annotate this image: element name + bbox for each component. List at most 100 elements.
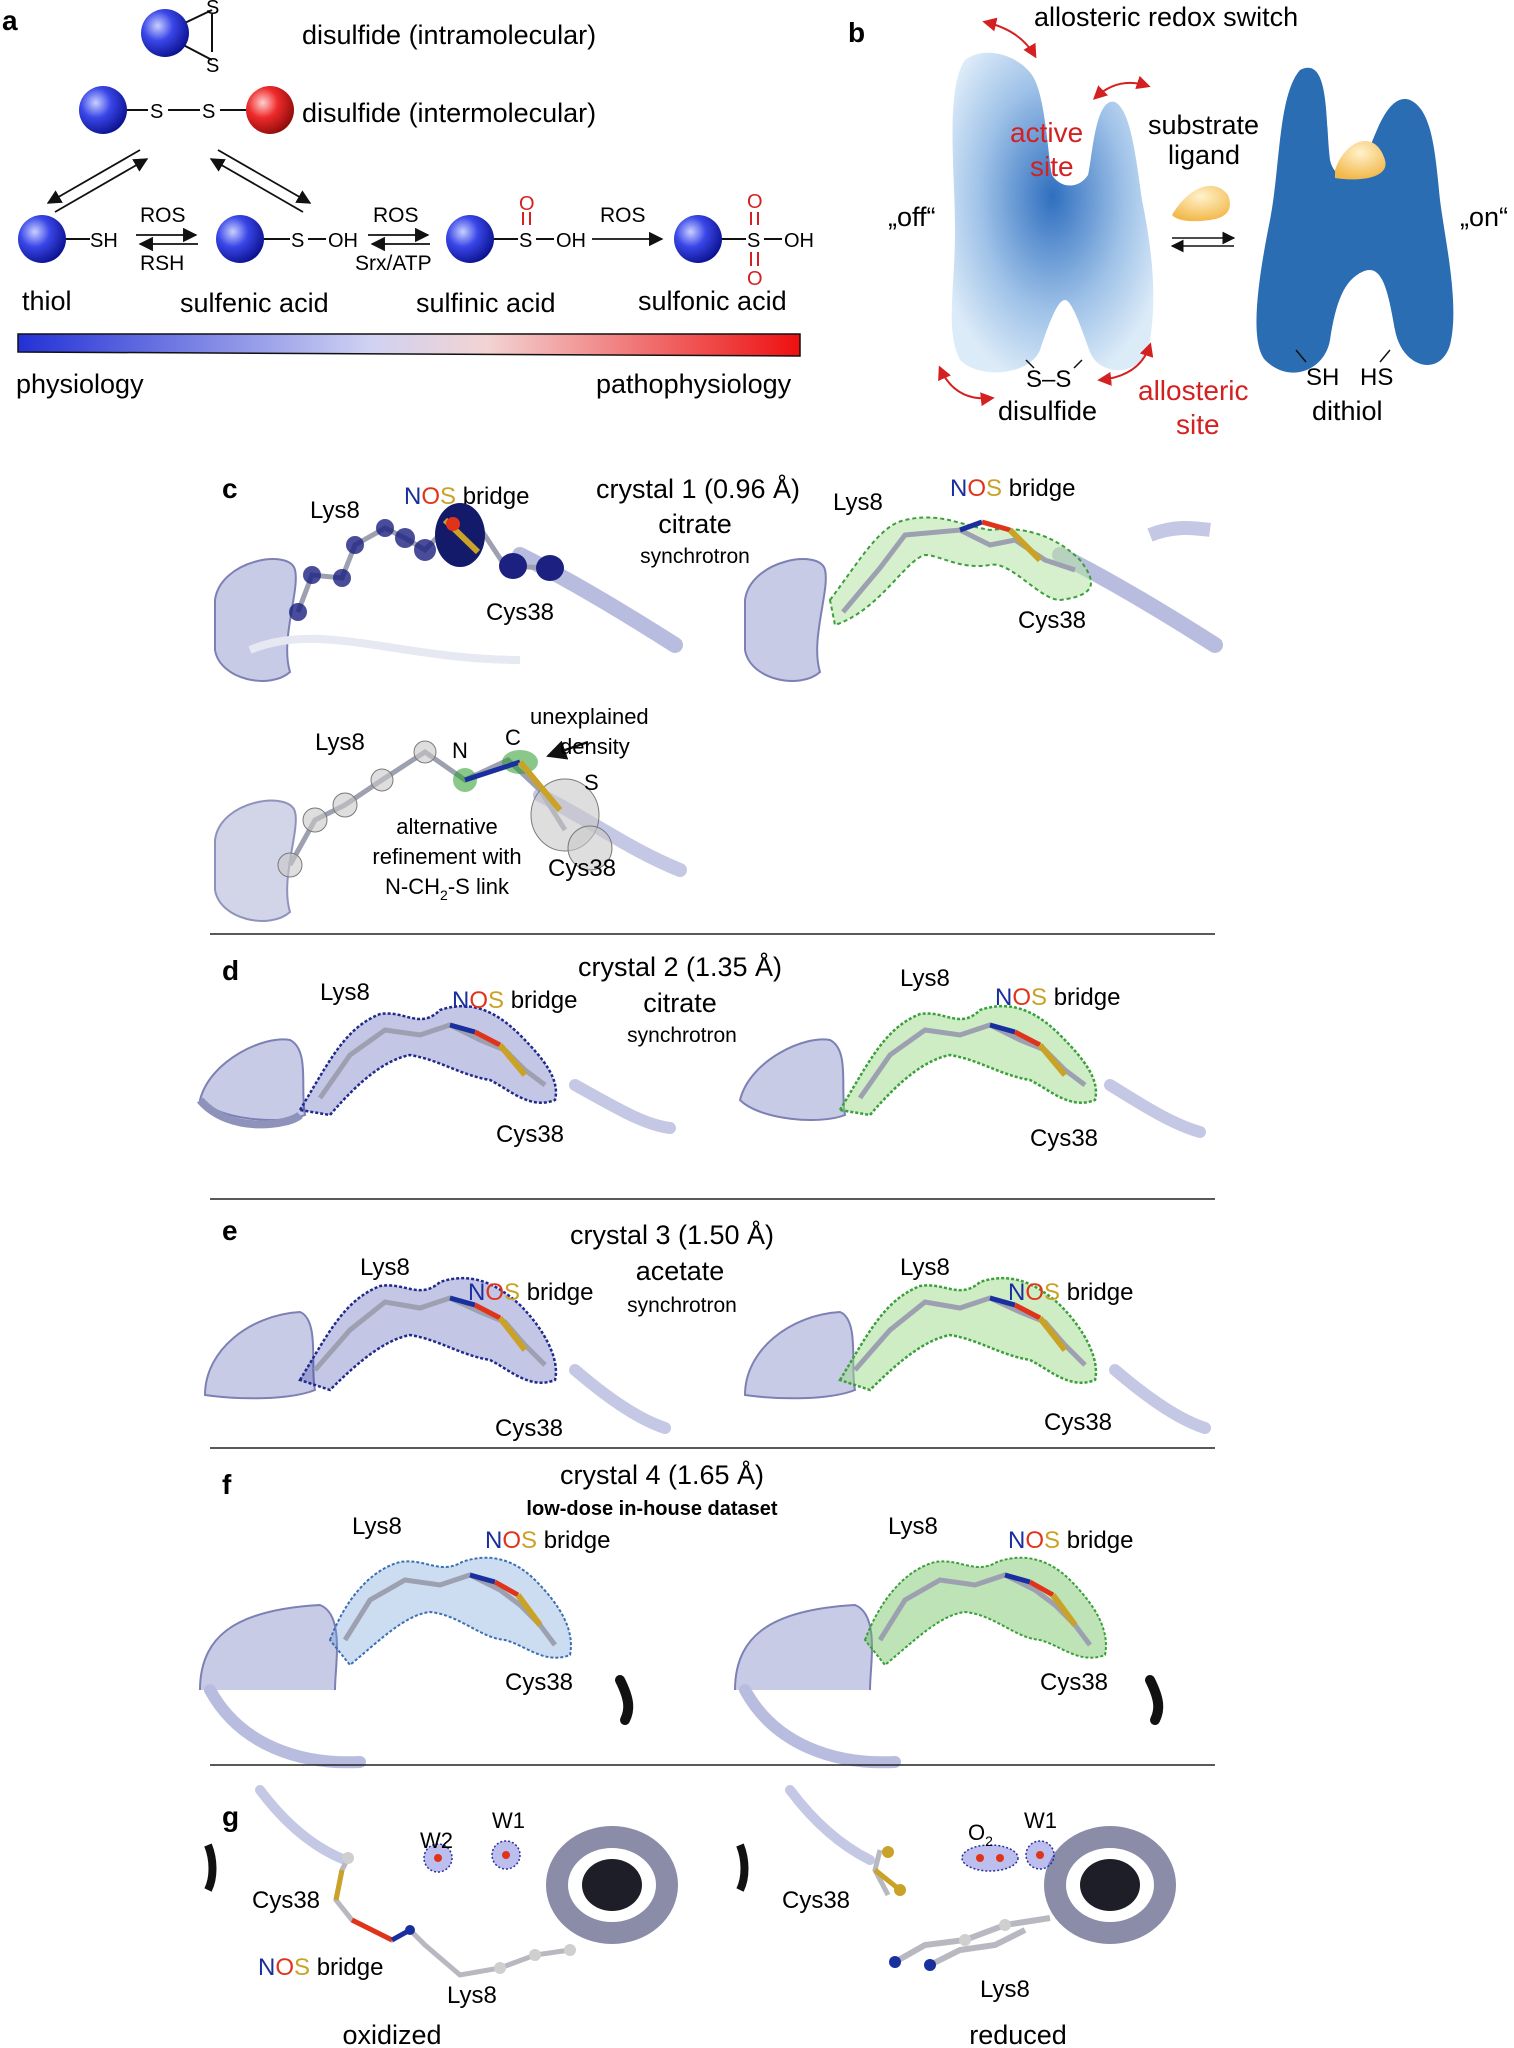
svg-text:density: density bbox=[560, 734, 630, 759]
svg-text:Lys8: Lys8 bbox=[888, 1513, 938, 1540]
svg-text:Cys38: Cys38 bbox=[505, 1669, 573, 1696]
panel-d-left-structure bbox=[196, 1005, 676, 1134]
svg-text:Lys8: Lys8 bbox=[833, 489, 883, 516]
c-source-label: synchrotron bbox=[640, 545, 750, 568]
panel-label-b: b bbox=[848, 17, 865, 48]
svg-text:S: S bbox=[206, 55, 219, 77]
panel-f-right-structure bbox=[734, 1556, 1164, 1769]
svg-text:O: O bbox=[747, 191, 763, 213]
reduced-label: reduced bbox=[969, 2020, 1067, 2048]
physiology-label: physiology bbox=[16, 369, 144, 399]
off-label: „off“ bbox=[888, 202, 936, 232]
g-nos-bridge-label: NOS bridge bbox=[258, 1954, 383, 1981]
svg-text:Cys38: Cys38 bbox=[496, 1121, 564, 1148]
e-source-label: synchrotron bbox=[627, 1294, 737, 1317]
svg-text:S: S bbox=[519, 230, 532, 252]
thiol-label: thiol bbox=[22, 286, 72, 316]
svg-text:RSH: RSH bbox=[140, 252, 184, 275]
w1-label-oxidized: W1 bbox=[492, 1808, 525, 1833]
w2-label: W2 bbox=[420, 1828, 453, 1853]
panel-d-right-structure bbox=[738, 1005, 1206, 1138]
o2-label: O2 bbox=[968, 1820, 993, 1849]
protein-sphere-blue bbox=[141, 9, 189, 57]
svg-text:Lys8: Lys8 bbox=[900, 1254, 950, 1281]
svg-text:Lys8: Lys8 bbox=[315, 729, 365, 756]
panel-label-g: g bbox=[222, 1801, 239, 1832]
svg-text:ligand: ligand bbox=[1168, 140, 1240, 170]
svg-text:site: site bbox=[1030, 151, 1074, 182]
svg-text:ROS: ROS bbox=[373, 204, 419, 227]
e-crystal-label: crystal 3 (1.50 Å) bbox=[570, 1219, 774, 1250]
free-ligand bbox=[1172, 185, 1230, 222]
panel-label-a: a bbox=[2, 5, 18, 36]
intermolecular-disulfide-diagram: S S bbox=[79, 86, 294, 134]
svg-text:ROS: ROS bbox=[600, 204, 646, 227]
f-crystal-label: crystal 4 (1.65 Å) bbox=[560, 1459, 764, 1490]
sulfinic-label: sulfinic acid bbox=[416, 288, 556, 318]
w1-label-reduced: W1 bbox=[1024, 1808, 1057, 1833]
svg-text:S: S bbox=[206, 0, 219, 19]
svg-text:NOS bridge: NOS bridge bbox=[950, 475, 1075, 502]
svg-text:Cys38: Cys38 bbox=[782, 1887, 850, 1914]
svg-text:SH: SH bbox=[90, 230, 118, 252]
d-crystal-label: crystal 2 (1.35 Å) bbox=[578, 951, 782, 982]
panel-e-right-structure bbox=[743, 1276, 1211, 1434]
oxidation-series: SH S OH S OH O S OH O O ROS RSH ROS Srx/… bbox=[18, 191, 814, 290]
svg-text:Lys8: Lys8 bbox=[447, 1982, 497, 2009]
panel-label-c: c bbox=[222, 473, 238, 504]
disulfide-intra-label: disulfide (intramolecular) bbox=[302, 20, 596, 50]
panel-c-left-structure bbox=[214, 503, 683, 682]
svg-text:O: O bbox=[747, 268, 763, 290]
svg-text:S: S bbox=[747, 230, 760, 252]
ss-bond-label: S–S bbox=[1026, 366, 1071, 393]
svg-text:Cys38: Cys38 bbox=[252, 1887, 320, 1914]
c-nos-bridge-label: NOS bridge bbox=[404, 483, 529, 510]
atom-n-label: N bbox=[452, 738, 468, 763]
alt-refinement-label: alternative bbox=[396, 814, 498, 839]
substrate-label: substrate bbox=[1148, 110, 1259, 140]
svg-text:Cys38: Cys38 bbox=[486, 599, 554, 626]
svg-text:Lys8: Lys8 bbox=[320, 979, 370, 1006]
oxidized-label: oxidized bbox=[342, 2020, 441, 2048]
disulfide-inter-label: disulfide (intermolecular) bbox=[302, 98, 596, 128]
pathophysiology-label: pathophysiology bbox=[596, 369, 792, 399]
svg-text:Lys8: Lys8 bbox=[980, 1976, 1030, 2003]
protein-off-state bbox=[951, 52, 1154, 373]
on-label: „on“ bbox=[1460, 202, 1508, 232]
active-site-label: active bbox=[1010, 117, 1083, 148]
protein-sphere-red bbox=[246, 86, 294, 134]
equilibrium-arrows-to-thiol bbox=[46, 149, 312, 213]
svg-text:NOS bridge: NOS bridge bbox=[995, 984, 1120, 1011]
svg-text:OH: OH bbox=[556, 230, 586, 252]
disulfide-label: disulfide bbox=[998, 396, 1097, 426]
d-source-label: synchrotron bbox=[627, 1024, 737, 1047]
svg-text:S: S bbox=[291, 230, 304, 252]
svg-text:OH: OH bbox=[784, 230, 814, 252]
sulfonic-label: sulfonic acid bbox=[638, 286, 787, 316]
svg-text:Cys38: Cys38 bbox=[1044, 1409, 1112, 1436]
unexplained-density-label: unexplained bbox=[530, 704, 649, 729]
bound-ligand bbox=[1335, 141, 1386, 180]
protein-on-state bbox=[1256, 67, 1454, 373]
intramolecular-disulfide-diagram: S S bbox=[141, 0, 219, 77]
c-buffer-label: citrate bbox=[658, 509, 732, 539]
svg-text:S: S bbox=[202, 101, 215, 123]
panel-c-right-structure bbox=[744, 516, 1223, 682]
panel-f-left-structure bbox=[199, 1556, 634, 1769]
svg-text:O: O bbox=[519, 193, 535, 215]
c-crystal-label: crystal 1 (0.96 Å) bbox=[596, 473, 800, 504]
allosteric-red-arrows bbox=[938, 17, 1154, 407]
allosteric-switch-title: allosteric redox switch bbox=[1034, 2, 1298, 32]
svg-text:NOS bridge: NOS bridge bbox=[485, 1527, 610, 1554]
d-buffer-label: citrate bbox=[643, 988, 717, 1018]
svg-text:refinement with: refinement with bbox=[372, 844, 521, 869]
svg-text:ROS: ROS bbox=[140, 204, 186, 227]
svg-text:Cys38: Cys38 bbox=[495, 1415, 563, 1442]
svg-text:NOS bridge: NOS bridge bbox=[468, 1279, 593, 1306]
svg-text:Cys38: Cys38 bbox=[548, 855, 616, 882]
svg-text:NOS bridge: NOS bridge bbox=[1008, 1279, 1133, 1306]
sulfenic-label: sulfenic acid bbox=[180, 288, 329, 318]
panel-c-alternative-structure bbox=[214, 740, 687, 922]
atom-c-label: C bbox=[505, 725, 521, 750]
